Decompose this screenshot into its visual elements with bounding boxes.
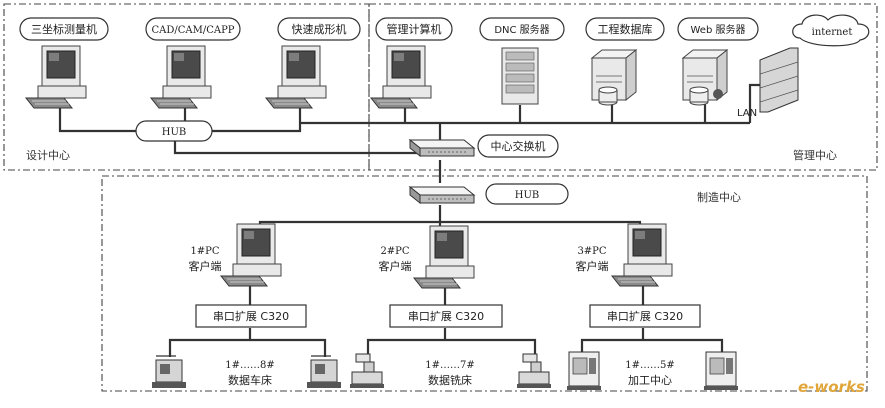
- lan-label: LAN: [737, 108, 757, 119]
- design-node-cad: CAD/CAM/CAPP: [145, 17, 241, 109]
- switch-icon: [409, 139, 475, 157]
- internet-cloud: internet: [792, 14, 870, 47]
- mgmt-node-label: 工程数据库: [598, 22, 653, 36]
- mfg-hub: HUB: [409, 183, 569, 205]
- machining-center-icon: [703, 351, 739, 391]
- machine-range: 1#……8#: [225, 360, 274, 371]
- desktop-pc-icon: [220, 223, 282, 287]
- design-hub-label: HUB: [162, 127, 187, 138]
- desktop-pc-icon: [265, 45, 327, 109]
- desktop-pc-icon: [370, 45, 432, 109]
- mgmt-node-label: 管理计算机: [387, 22, 442, 36]
- mfg-hub-label: HUB: [515, 190, 540, 201]
- center-switch-label: 中心交换机: [491, 139, 546, 153]
- machine-type: 数据铣床: [428, 373, 472, 387]
- design-node-cmm: 三坐标测量机: [19, 17, 109, 109]
- client-2: 2#PC 客户端 串口扩展 C320 1#……7# 数据铣床: [349, 225, 552, 389]
- zone-label-management: 管理中心: [793, 148, 837, 162]
- design-hub: HUB: [135, 120, 213, 142]
- machining-center-icon: [566, 351, 602, 391]
- server-icon: [501, 47, 539, 105]
- internet-label: internet: [812, 27, 853, 38]
- hub-icon: [409, 186, 475, 204]
- machine-type: 加工中心: [628, 374, 672, 387]
- zone-management: 管理中心: [368, 3, 878, 171]
- desktop-pc-icon: [413, 225, 475, 289]
- client-role: 客户端: [379, 259, 412, 273]
- client-id: 1#PC: [190, 246, 219, 257]
- database-server-icon: [591, 49, 637, 106]
- cloud-icon: [792, 14, 870, 47]
- cnc-lathe-icon: [151, 355, 187, 389]
- firewall: LAN: [737, 47, 799, 119]
- mgmt-node-database: 工程数据库: [585, 17, 665, 106]
- client-id: 3#PC: [577, 246, 606, 257]
- zone-label-design: 设计中心: [26, 149, 70, 162]
- client-1: 1#PC 客户端 串口扩展 C320 1#……8# 数据车床: [151, 223, 342, 389]
- mgmt-node-computer: 管理计算机: [370, 17, 453, 109]
- expander-label: 串口扩展 C320: [408, 309, 484, 323]
- client-id: 2#PC: [380, 246, 409, 257]
- cnc-mill-icon: [516, 353, 552, 389]
- cnc-mill-icon: [349, 353, 385, 389]
- mgmt-node-label: DNC 服务器: [494, 23, 549, 36]
- design-node-label: 快速成形机: [292, 22, 347, 36]
- globe-icon: [713, 89, 723, 99]
- desktop-pc-icon: [611, 223, 673, 287]
- machine-type: 数据车床: [228, 373, 272, 387]
- cnc-lathe-icon: [306, 355, 342, 389]
- mgmt-node-dnc: DNC 服务器: [479, 17, 565, 105]
- center-switch: 中心交换机: [409, 134, 559, 158]
- watermark-logo: e-works: [798, 378, 865, 396]
- machine-range: 1#……5#: [625, 360, 674, 371]
- client-role: 客户端: [576, 259, 609, 273]
- design-node-label: 三坐标测量机: [31, 22, 97, 36]
- desktop-pc-icon: [25, 45, 87, 109]
- mgmt-node-web: Web 服务器: [677, 17, 759, 106]
- expander-label: 串口扩展 C320: [213, 309, 289, 323]
- zone-design: 设计中心: [3, 3, 370, 171]
- machine-range: 1#……7#: [425, 360, 474, 371]
- design-node-rp: 快速成形机: [265, 17, 361, 109]
- client-3: 3#PC 客户端 串口扩展 C320 1#……5# 加工中心: [566, 223, 739, 391]
- client-role: 客户端: [189, 259, 222, 273]
- mgmt-node-label: Web 服务器: [691, 23, 746, 36]
- zone-label-manufacturing: 制造中心: [697, 190, 741, 204]
- firewall-icon: [759, 47, 799, 113]
- zone-manufacturing: 制造中心: [101, 175, 868, 392]
- desktop-pc-icon: [150, 45, 212, 109]
- expander-label: 串口扩展 C320: [607, 309, 683, 323]
- design-node-label: CAD/CAM/CAPP: [151, 25, 234, 36]
